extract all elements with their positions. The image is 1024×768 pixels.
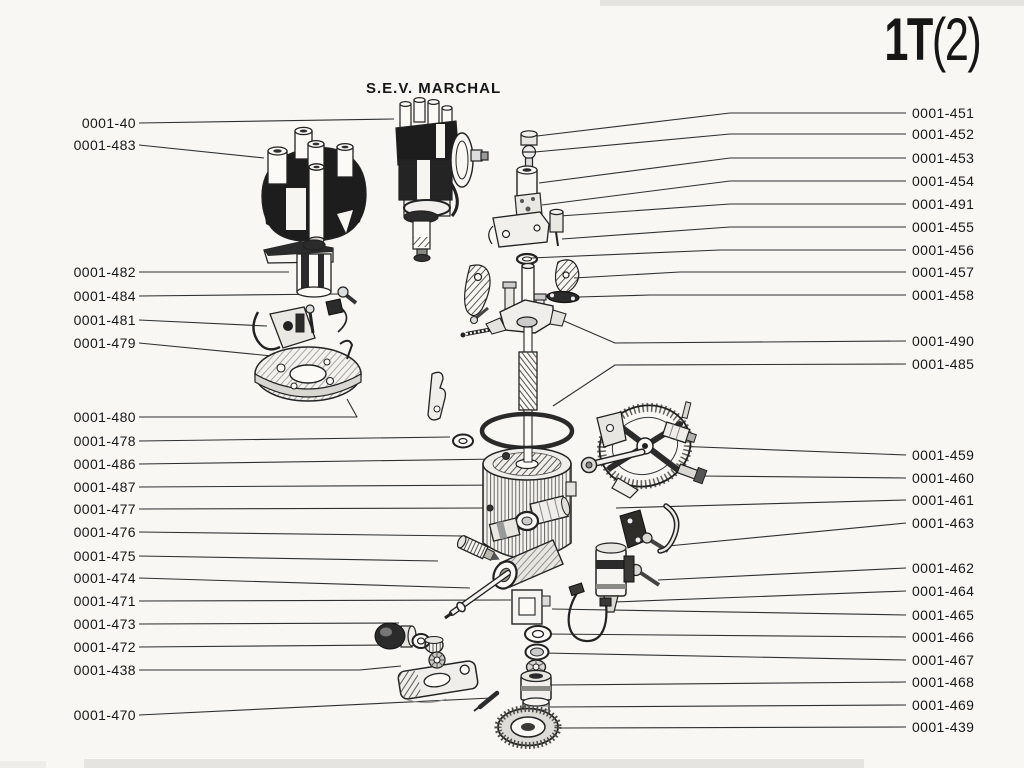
screw-terminal-drawing xyxy=(325,286,358,333)
part-label-0001-481: 0001-481 xyxy=(73,312,136,328)
bracket-ring-drawing xyxy=(427,371,474,449)
part-label-0001-467: 0001-467 xyxy=(912,652,975,668)
part-label-0001-460: 0001-460 xyxy=(912,470,975,486)
brand-title: S.E.V. MARCHAL xyxy=(366,80,502,97)
page-code-suffix: (2) xyxy=(931,6,982,73)
part-label-0001-468: 0001-468 xyxy=(912,674,975,690)
breaker-plate-drawing xyxy=(254,339,362,402)
part-label-0001-486: 0001-486 xyxy=(73,456,136,472)
part-label-0001-453: 0001-453 xyxy=(912,150,975,166)
part-label-0001-463: 0001-463 xyxy=(912,515,975,531)
plug-washers-drawing xyxy=(374,622,446,669)
page-code: 1T(2) xyxy=(883,6,982,73)
leader-lines-right xyxy=(530,112,907,729)
part-label-0001-478: 0001-478 xyxy=(73,433,136,449)
vacuum-advance-drawing xyxy=(580,401,708,499)
part-label-0001-474: 0001-474 xyxy=(73,570,136,586)
part-label-0001-471: 0001-471 xyxy=(73,593,136,609)
part-label-0001-465: 0001-465 xyxy=(912,607,975,623)
part-label-0001-469: 0001-469 xyxy=(912,697,975,713)
part-label-0001-487: 0001-487 xyxy=(73,479,136,495)
scan-edge-bottom xyxy=(84,759,864,768)
part-label-0001-456: 0001-456 xyxy=(912,242,975,258)
part-label-0001-455: 0001-455 xyxy=(912,219,975,235)
part-label-0001-439: 0001-439 xyxy=(912,719,975,735)
part-label-0001-482: 0001-482 xyxy=(73,264,136,280)
distributor-cap-drawing xyxy=(261,126,367,244)
drive-rod-drawing xyxy=(444,570,511,620)
part-label-0001-483: 0001-483 xyxy=(73,137,136,153)
scan-edge-bottom-left xyxy=(0,761,46,768)
complete-distributor-drawing xyxy=(395,96,489,263)
part-label-0001-466: 0001-466 xyxy=(912,629,975,645)
part-label-0001-473: 0001-473 xyxy=(73,616,136,632)
scan-edge-top xyxy=(600,0,1024,6)
part-label-0001-462: 0001-462 xyxy=(912,560,975,576)
part-label-0001-485: 0001-485 xyxy=(912,356,975,372)
part-label-0001-454: 0001-454 xyxy=(912,173,975,189)
knurled-fitting-drawing xyxy=(456,535,500,561)
part-label-0001-484: 0001-484 xyxy=(73,288,136,304)
part-label-0001-476: 0001-476 xyxy=(73,524,136,540)
part-label-0001-470: 0001-470 xyxy=(73,707,136,723)
part-label-0001-458: 0001-458 xyxy=(912,287,975,303)
contact-points-drawing xyxy=(252,304,316,351)
part-label-0001-477: 0001-477 xyxy=(73,501,136,517)
part-label-0001-452: 0001-452 xyxy=(912,126,975,142)
part-label-0001-451: 0001-451 xyxy=(912,105,975,121)
rotor-arm-drawing xyxy=(263,239,334,298)
part-label-0001-457: 0001-457 xyxy=(912,264,975,280)
part-label-0001-438: 0001-438 xyxy=(73,662,136,678)
union-fittings-drawing xyxy=(488,495,571,542)
part-label-0001-475: 0001-475 xyxy=(73,548,136,564)
part-label-0001-479: 0001-479 xyxy=(73,335,136,351)
part-label-0001-490: 0001-490 xyxy=(912,333,975,349)
part-label-0001-459: 0001-459 xyxy=(912,447,975,463)
top-fasteners-drawing xyxy=(488,130,564,248)
part-label-0001-464: 0001-464 xyxy=(912,583,975,599)
part-label-0001-491: 0001-491 xyxy=(912,196,975,212)
condenser-drawing xyxy=(567,542,635,643)
part-label-0001-480: 0001-480 xyxy=(73,409,136,425)
lower-stack-drawing xyxy=(473,625,562,749)
part-label-0001-40: 0001-40 xyxy=(81,115,136,131)
page-code-main: 1T xyxy=(883,6,933,73)
part-label-0001-461: 0001-461 xyxy=(912,492,975,508)
part-label-0001-472: 0001-472 xyxy=(73,639,136,655)
